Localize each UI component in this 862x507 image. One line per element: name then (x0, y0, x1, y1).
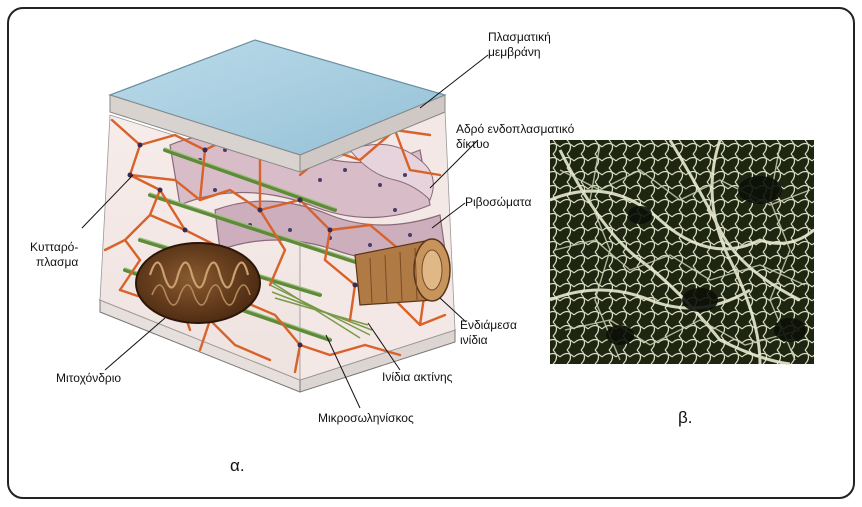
label-rough-er-line2: δίκτυο (456, 137, 490, 151)
panel-label-a: α. (230, 456, 245, 475)
label-plasma-membrane-line1: Πλασματική (488, 30, 551, 44)
label-microtubule: Μικροσωληνίσκος (318, 411, 414, 425)
label-cytoplasm-line2: πλασμα (36, 255, 79, 269)
label-cytoplasm-line1: Κυτταρό- (30, 240, 79, 254)
label-intermediate-filaments-line1: Ενδιάμεσα (460, 318, 517, 332)
label-rough-er: Αδρό ενδοπλασματικό δίκτυο (456, 122, 574, 152)
label-actin-filaments: Ινίδια ακτίνης (382, 370, 453, 384)
label-intermediate-filaments-line2: ινίδια (460, 333, 488, 347)
panel-label-b: β. (678, 408, 693, 427)
filament-tube (354, 238, 451, 306)
label-ribosomes: Ριβοσώματα (465, 195, 532, 209)
micrograph (549, 139, 815, 366)
actin-bundle (267, 279, 373, 339)
label-cytoplasm: Κυτταρό- πλασμα (30, 240, 78, 270)
label-rough-er-line1: Αδρό ενδοπλασματικό (456, 122, 575, 136)
label-intermediate-filaments: Ενδιάμεσα ινίδια (460, 318, 517, 348)
label-plasma-membrane-line2: μεμβράνη (488, 45, 541, 59)
leader-lines (81, 54, 489, 409)
cell-block (98, 39, 457, 393)
label-mitochondrion: Μιτοχόνδριο (56, 371, 122, 385)
label-plasma-membrane: Πλασματική μεμβράνη (488, 30, 551, 60)
mitochondrion-shape (135, 242, 261, 324)
